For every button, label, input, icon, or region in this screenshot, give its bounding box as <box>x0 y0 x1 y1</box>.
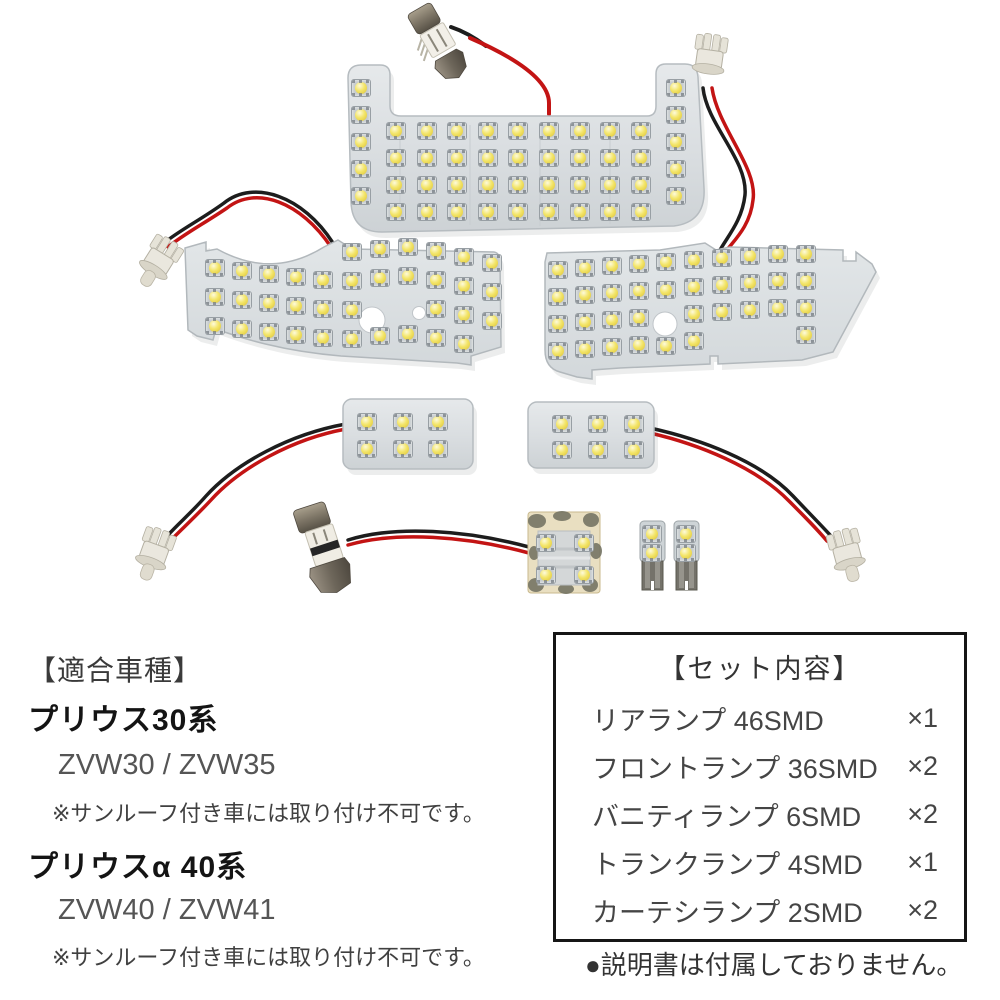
model-2-note: ※サンルーフ付き車には取り付け不可です。 <box>52 945 485 970</box>
front-left-small-hole <box>412 306 426 320</box>
wire-rear-t10 <box>701 86 756 256</box>
set-contents-box: 【セット内容】 リアランプ 46SMD ×1 フロントランプ 36SMD ×2 … <box>553 632 967 942</box>
wire-vanity-right <box>648 426 833 543</box>
set-item-name: リアランプ 46SMD <box>592 705 824 736</box>
festoon-adapter-top <box>407 2 467 79</box>
front-left-large-hole <box>358 306 386 334</box>
courtesy-bulb-2-shape <box>673 520 700 591</box>
festoon-adapter-bottom <box>293 501 351 593</box>
model-1-note: ※サンルーフ付き車には取り付け不可です。 <box>52 801 485 826</box>
model-1-codes: ZVW30 / ZVW35 <box>58 749 276 781</box>
model-1-name: プリウス30系 <box>28 704 219 737</box>
wire-rear-festoon <box>449 25 551 116</box>
set-contents-list: リアランプ 46SMD ×1 フロントランプ 36SMD ×2 バニティランプ … <box>556 694 964 934</box>
front-lamp-board-left-shape <box>184 239 502 366</box>
model-2-codes: ZVW40 / ZVW41 <box>58 894 276 926</box>
set-item-qty: ×2 <box>907 750 938 781</box>
trunk-lamp-board-shape <box>527 511 602 594</box>
wire-front-left <box>162 190 335 249</box>
vanity-lamp-board-right-shape <box>527 401 655 469</box>
set-contents-heading: 【セット内容】 <box>658 654 862 684</box>
wire-trunk-festoon <box>346 529 531 555</box>
t10-socket-front-left <box>139 233 184 287</box>
set-item-qty: ×2 <box>907 894 938 925</box>
photo-illustration <box>135 2 880 594</box>
t10-socket-rear <box>691 33 729 75</box>
set-contents-footnote: ●説明書は付属しておりません。 <box>585 950 963 980</box>
set-item-name: トランクランプ 4SMD <box>592 849 863 880</box>
rear-lamp-board-shape <box>347 63 705 233</box>
wire-vanity-left <box>167 422 348 540</box>
set-item-name: カーテシランプ 2SMD <box>592 897 863 928</box>
model-2-name: プリウスα 40系 <box>28 851 248 884</box>
set-item-name: フロントランプ 36SMD <box>592 753 878 784</box>
t10-socket-vanity-right <box>825 527 866 582</box>
set-item-qty: ×1 <box>907 702 938 733</box>
front-right-hole <box>652 311 678 337</box>
set-item-name: バニティランプ 6SMD <box>592 801 862 832</box>
vanity-lamp-board-left-shape <box>342 398 474 470</box>
set-item-qty: ×1 <box>907 846 938 877</box>
set-item-qty: ×2 <box>907 798 938 829</box>
set-item-row: リアランプ 46SMD ×1 <box>556 694 964 742</box>
set-item-row: トランクランプ 4SMD ×1 <box>556 838 964 886</box>
product-photo <box>0 0 1000 620</box>
set-item-row: バニティランプ 6SMD ×2 <box>556 790 964 838</box>
compatibility-heading: 【適合車種】 <box>28 655 203 686</box>
t10-socket-vanity-left <box>135 526 177 581</box>
set-item-row: カーテシランプ 2SMD ×2 <box>556 886 964 934</box>
courtesy-bulb-1-shape <box>639 520 666 591</box>
set-item-row: フロントランプ 36SMD ×2 <box>556 742 964 790</box>
